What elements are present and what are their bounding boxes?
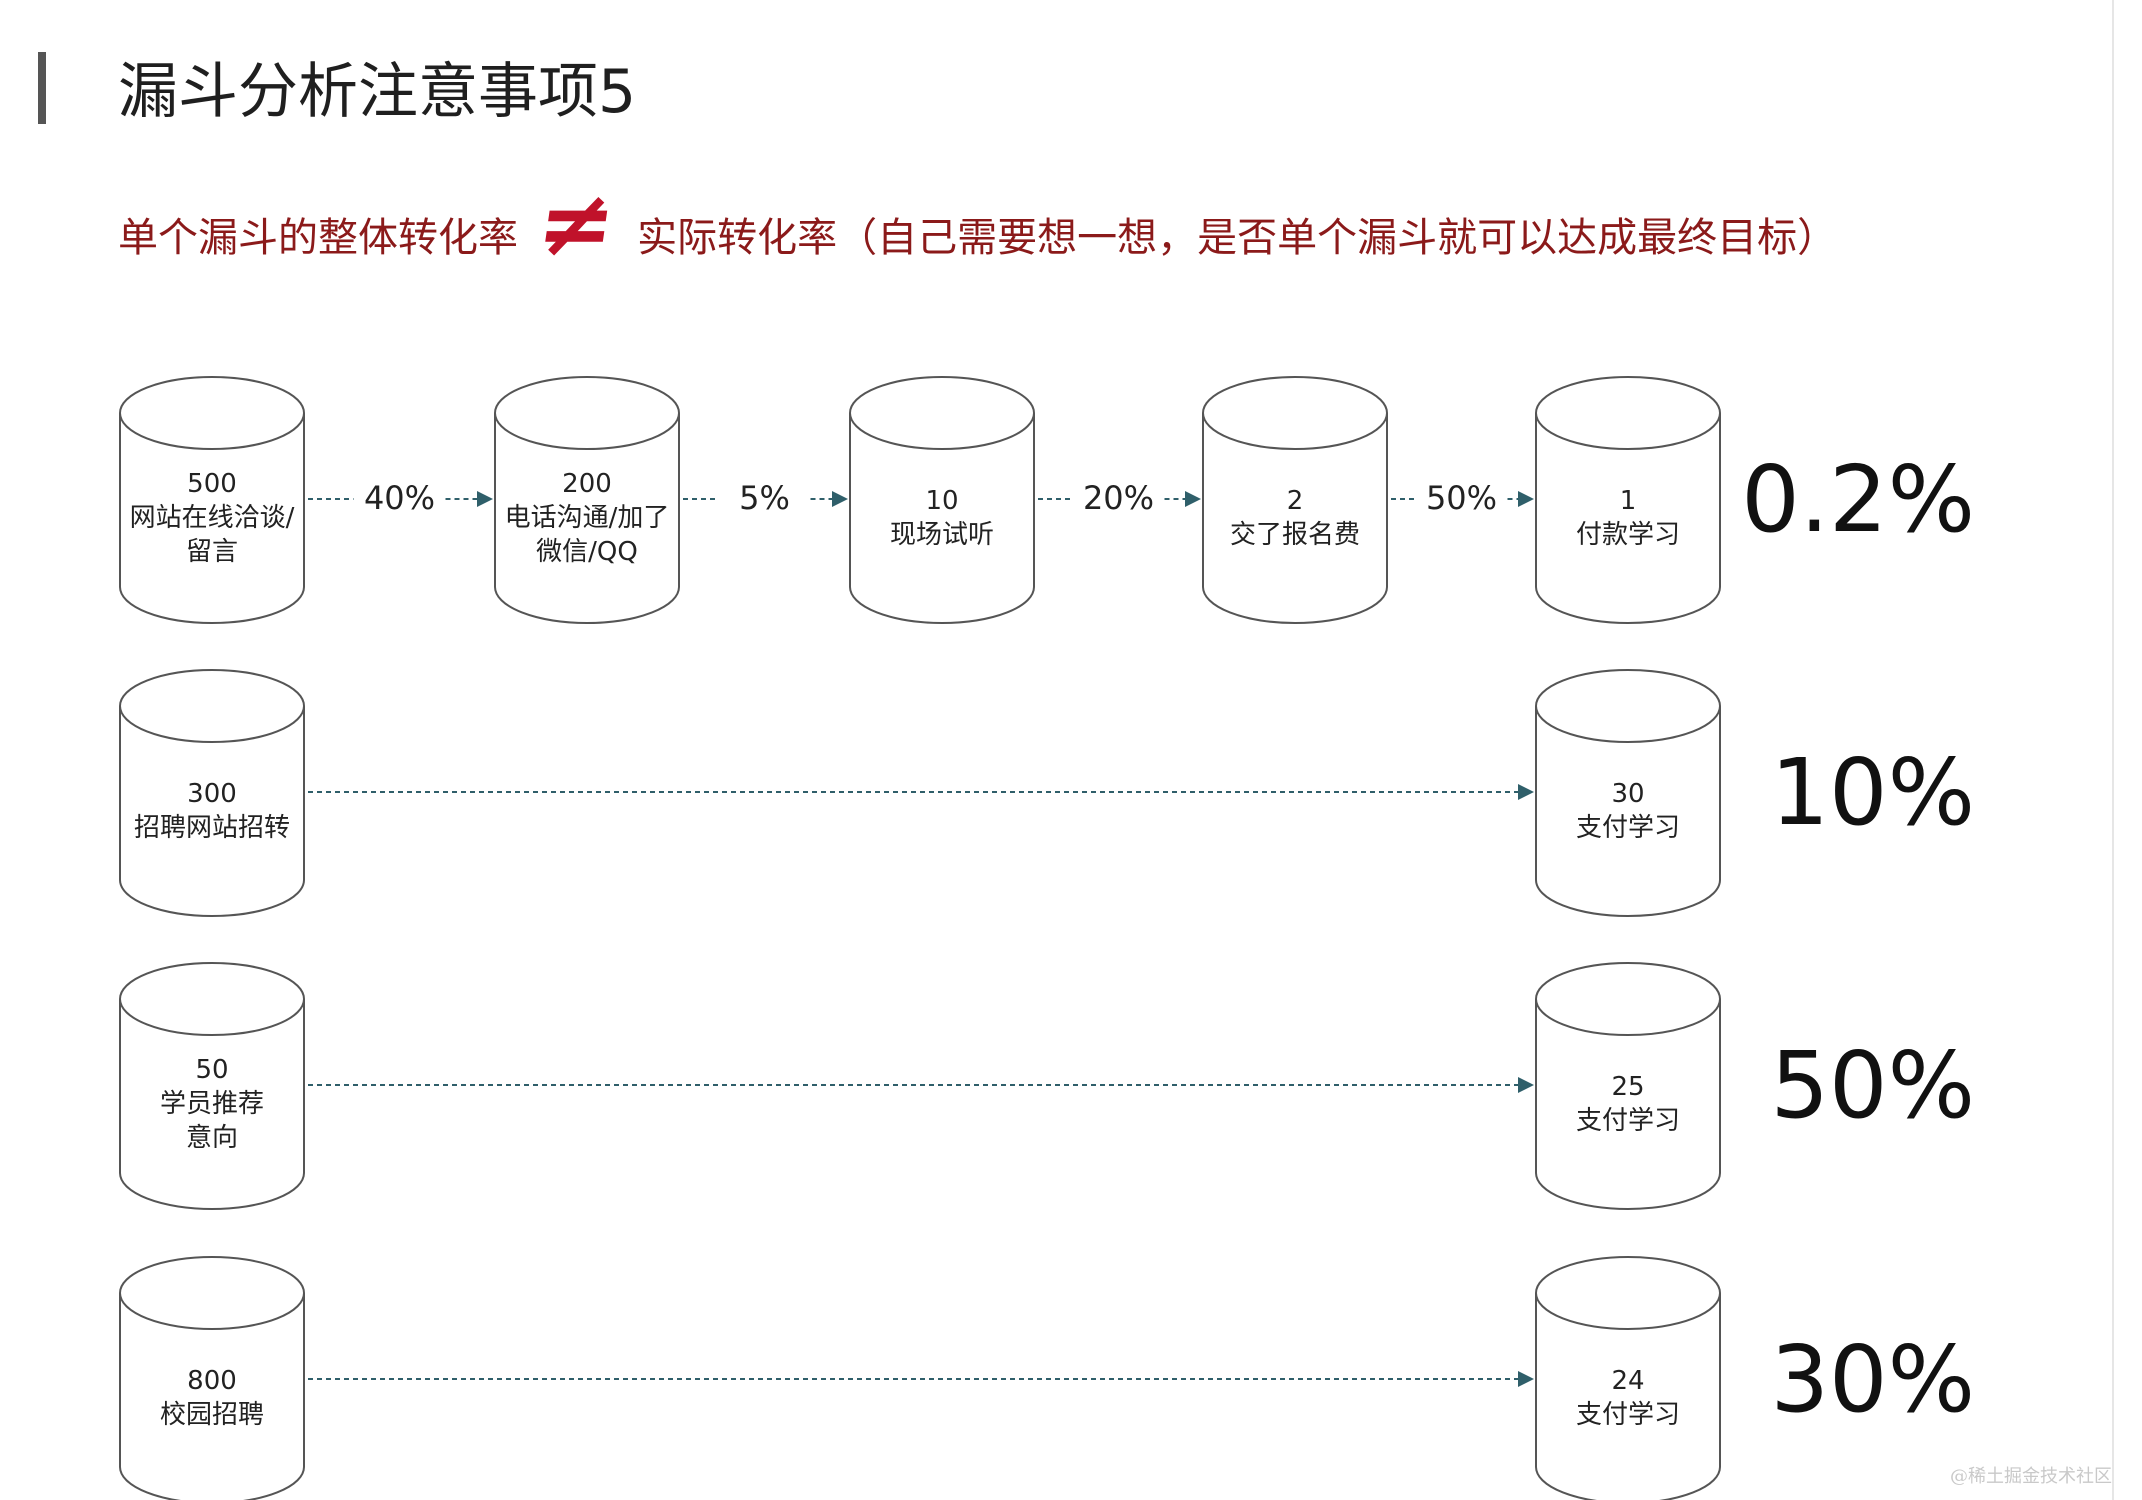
slide-title: 漏斗分析注意事项5: [118, 57, 637, 127]
node-value: 300: [187, 779, 237, 809]
node-label: 支付学习: [1576, 1400, 1680, 1430]
cylinder-top: [119, 1256, 305, 1330]
cylinder-top: [494, 376, 680, 450]
funnel-stage-4-1: 800 校园招聘: [119, 1256, 305, 1500]
node-value: 25: [1611, 1072, 1644, 1102]
cylinder-body: [119, 706, 305, 917]
cylinder-body: [1202, 413, 1388, 624]
node-label: 校园招聘: [160, 1400, 264, 1430]
node-value: 30: [1611, 779, 1644, 809]
cylinder-top: [119, 962, 305, 1036]
overall-conversion-rate: 0.2%: [1741, 446, 1975, 553]
cylinder-body: [494, 413, 680, 624]
node-value: 10: [925, 486, 958, 516]
funnel-stage-2-1: 300 招聘网站招转: [119, 669, 305, 917]
node-value: 24: [1611, 1366, 1644, 1396]
node-value: 2: [1287, 486, 1304, 516]
funnel-stage-1-4: 2 交了报名费: [1202, 376, 1388, 624]
node-value: 200: [562, 469, 612, 499]
funnel-stage-1-5: 1 付款学习: [1535, 376, 1721, 624]
conversion-rate-label: 5%: [739, 479, 790, 517]
node-label: 留言: [186, 537, 238, 567]
cylinder-top: [119, 669, 305, 743]
node-label: 现场试听: [890, 520, 994, 550]
node-label: 支付学习: [1576, 1106, 1680, 1136]
cylinder-top: [1535, 1256, 1721, 1330]
conversion-rate-label: 20%: [1083, 479, 1154, 517]
node-label: 支付学习: [1576, 813, 1680, 843]
cylinder-body: [1535, 706, 1721, 917]
cylinder-top: [1535, 376, 1721, 450]
title-accent-bar: [38, 52, 46, 124]
funnel-stage-3-2: 25 支付学习: [1535, 962, 1721, 1210]
overall-conversion-rate: 50%: [1771, 1032, 1975, 1139]
funnel-stage-1-1: 500 网站在线洽谈/留言: [119, 376, 305, 624]
subtitle-part-1: 单个漏斗的整体转化率: [118, 215, 518, 261]
node-label: 电话沟通/加了: [505, 503, 670, 533]
right-edge-rule: [2112, 0, 2114, 1500]
node-label: 付款学习: [1576, 520, 1680, 550]
cylinder-top: [1202, 376, 1388, 450]
conversion-rate-label: 40%: [364, 479, 435, 517]
overall-conversion-rate: 10%: [1771, 739, 1975, 846]
node-label: 招聘网站招转: [134, 813, 290, 843]
node-value: 1: [1620, 486, 1637, 516]
cylinder-body: [1535, 1293, 1721, 1500]
overall-conversion-rate: 30%: [1771, 1326, 1975, 1433]
conversion-rate-label: 50%: [1426, 479, 1497, 517]
cylinder-top: [849, 376, 1035, 450]
node-value: 800: [187, 1366, 237, 1396]
cylinder-body: [1535, 999, 1721, 1210]
node-label: 微信/QQ: [536, 537, 638, 567]
node-label: 意向: [186, 1123, 238, 1153]
cylinder-top: [1535, 669, 1721, 743]
funnel-stage-2-2: 30 支付学习: [1535, 669, 1721, 917]
subtitle: 单个漏斗的整体转化率 ≠ 实际转化率（自己需要想一想，是否单个漏斗就可以达成最终…: [118, 170, 1838, 277]
node-label: 学员推荐: [160, 1089, 264, 1119]
watermark: @稀土掘金技术社区: [1950, 1466, 2112, 1487]
cylinder-top: [1535, 962, 1721, 1036]
funnel-stage-1-3: 10 现场试听: [849, 376, 1035, 624]
node-value: 500: [187, 469, 237, 499]
funnel-stage-4-2: 24 支付学习: [1535, 1256, 1721, 1500]
cylinder-body: [849, 413, 1035, 624]
cylinder-body: [119, 1293, 305, 1500]
cylinder-body: [119, 999, 305, 1210]
cylinder-body: [119, 413, 305, 624]
cylinder-body: [1535, 413, 1721, 624]
cylinder-top: [119, 376, 305, 450]
node-label: 网站在线洽谈/: [130, 503, 295, 533]
node-label: 交了报名费: [1230, 520, 1360, 550]
subtitle-part-2: 实际转化率（自己需要想一想，是否单个漏斗就可以达成最终目标）: [637, 215, 1838, 261]
node-value: 50: [195, 1055, 228, 1085]
